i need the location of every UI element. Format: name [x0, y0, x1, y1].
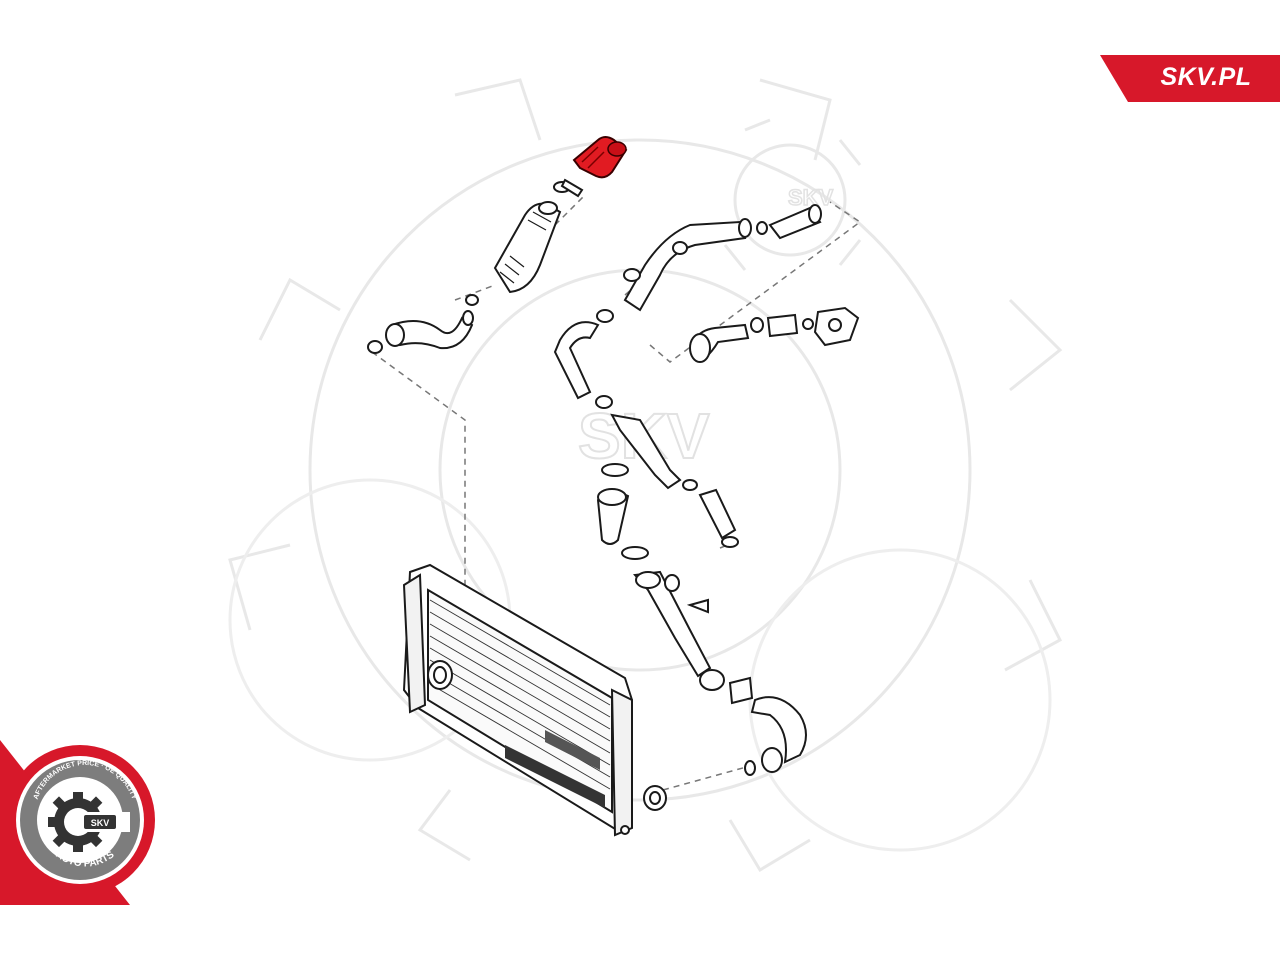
assembly-guide-lines: [371, 194, 862, 791]
coolant-pipe-assembly: [553, 204, 822, 548]
brand-site-label: SKV.PL: [1160, 63, 1252, 91]
highlighted-intake-elbow[interactable]: [572, 136, 628, 179]
thermostat-housing: [689, 306, 860, 363]
watermark: [228, 78, 1063, 873]
charge-pipe-upper: [367, 178, 584, 354]
charge-pipe-lower: [596, 463, 807, 776]
watermark-gear-icon: [308, 138, 972, 802]
brand-tab-background: [1100, 55, 1280, 102]
intercooler: [402, 563, 667, 837]
badge-center-text: SKV: [91, 818, 110, 828]
skv-auto-parts-badge: SKV AFTERMARKET PRICE · OE QUALITY AUTO …: [0, 740, 155, 905]
